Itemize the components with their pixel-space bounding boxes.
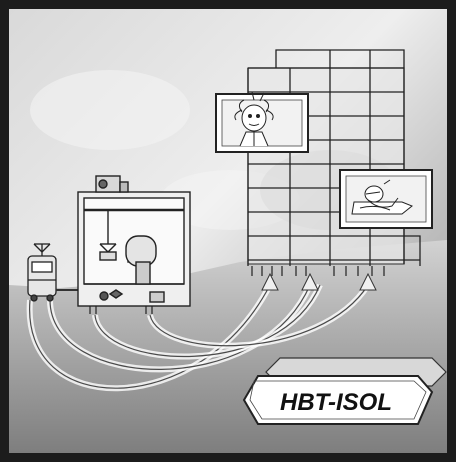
arrowhead bbox=[301, 272, 319, 291]
vibration-arrow bbox=[49, 284, 311, 370]
label-banner bbox=[242, 375, 434, 425]
factory-crane-icon bbox=[77, 175, 191, 307]
worried-person-icon bbox=[215, 91, 309, 153]
building-icon bbox=[247, 49, 421, 266]
rail-car-icon bbox=[27, 243, 57, 302]
sleeping-person-icon bbox=[339, 169, 433, 229]
arrowhead bbox=[261, 272, 279, 291]
factory-pillars bbox=[89, 306, 153, 314]
label-text: HBT-ISOL bbox=[280, 389, 392, 416]
arrowhead bbox=[359, 272, 377, 291]
cloud bbox=[30, 70, 190, 150]
vibration-arrow bbox=[94, 284, 321, 358]
vibration-arrows bbox=[26, 283, 371, 392]
building-foundation-piles bbox=[251, 266, 385, 276]
vibration-arrow bbox=[29, 284, 271, 389]
vibration-arrow bbox=[149, 284, 369, 347]
arrowheads bbox=[261, 272, 377, 291]
hbt-isol-label: HBT-ISOL bbox=[242, 357, 447, 425]
